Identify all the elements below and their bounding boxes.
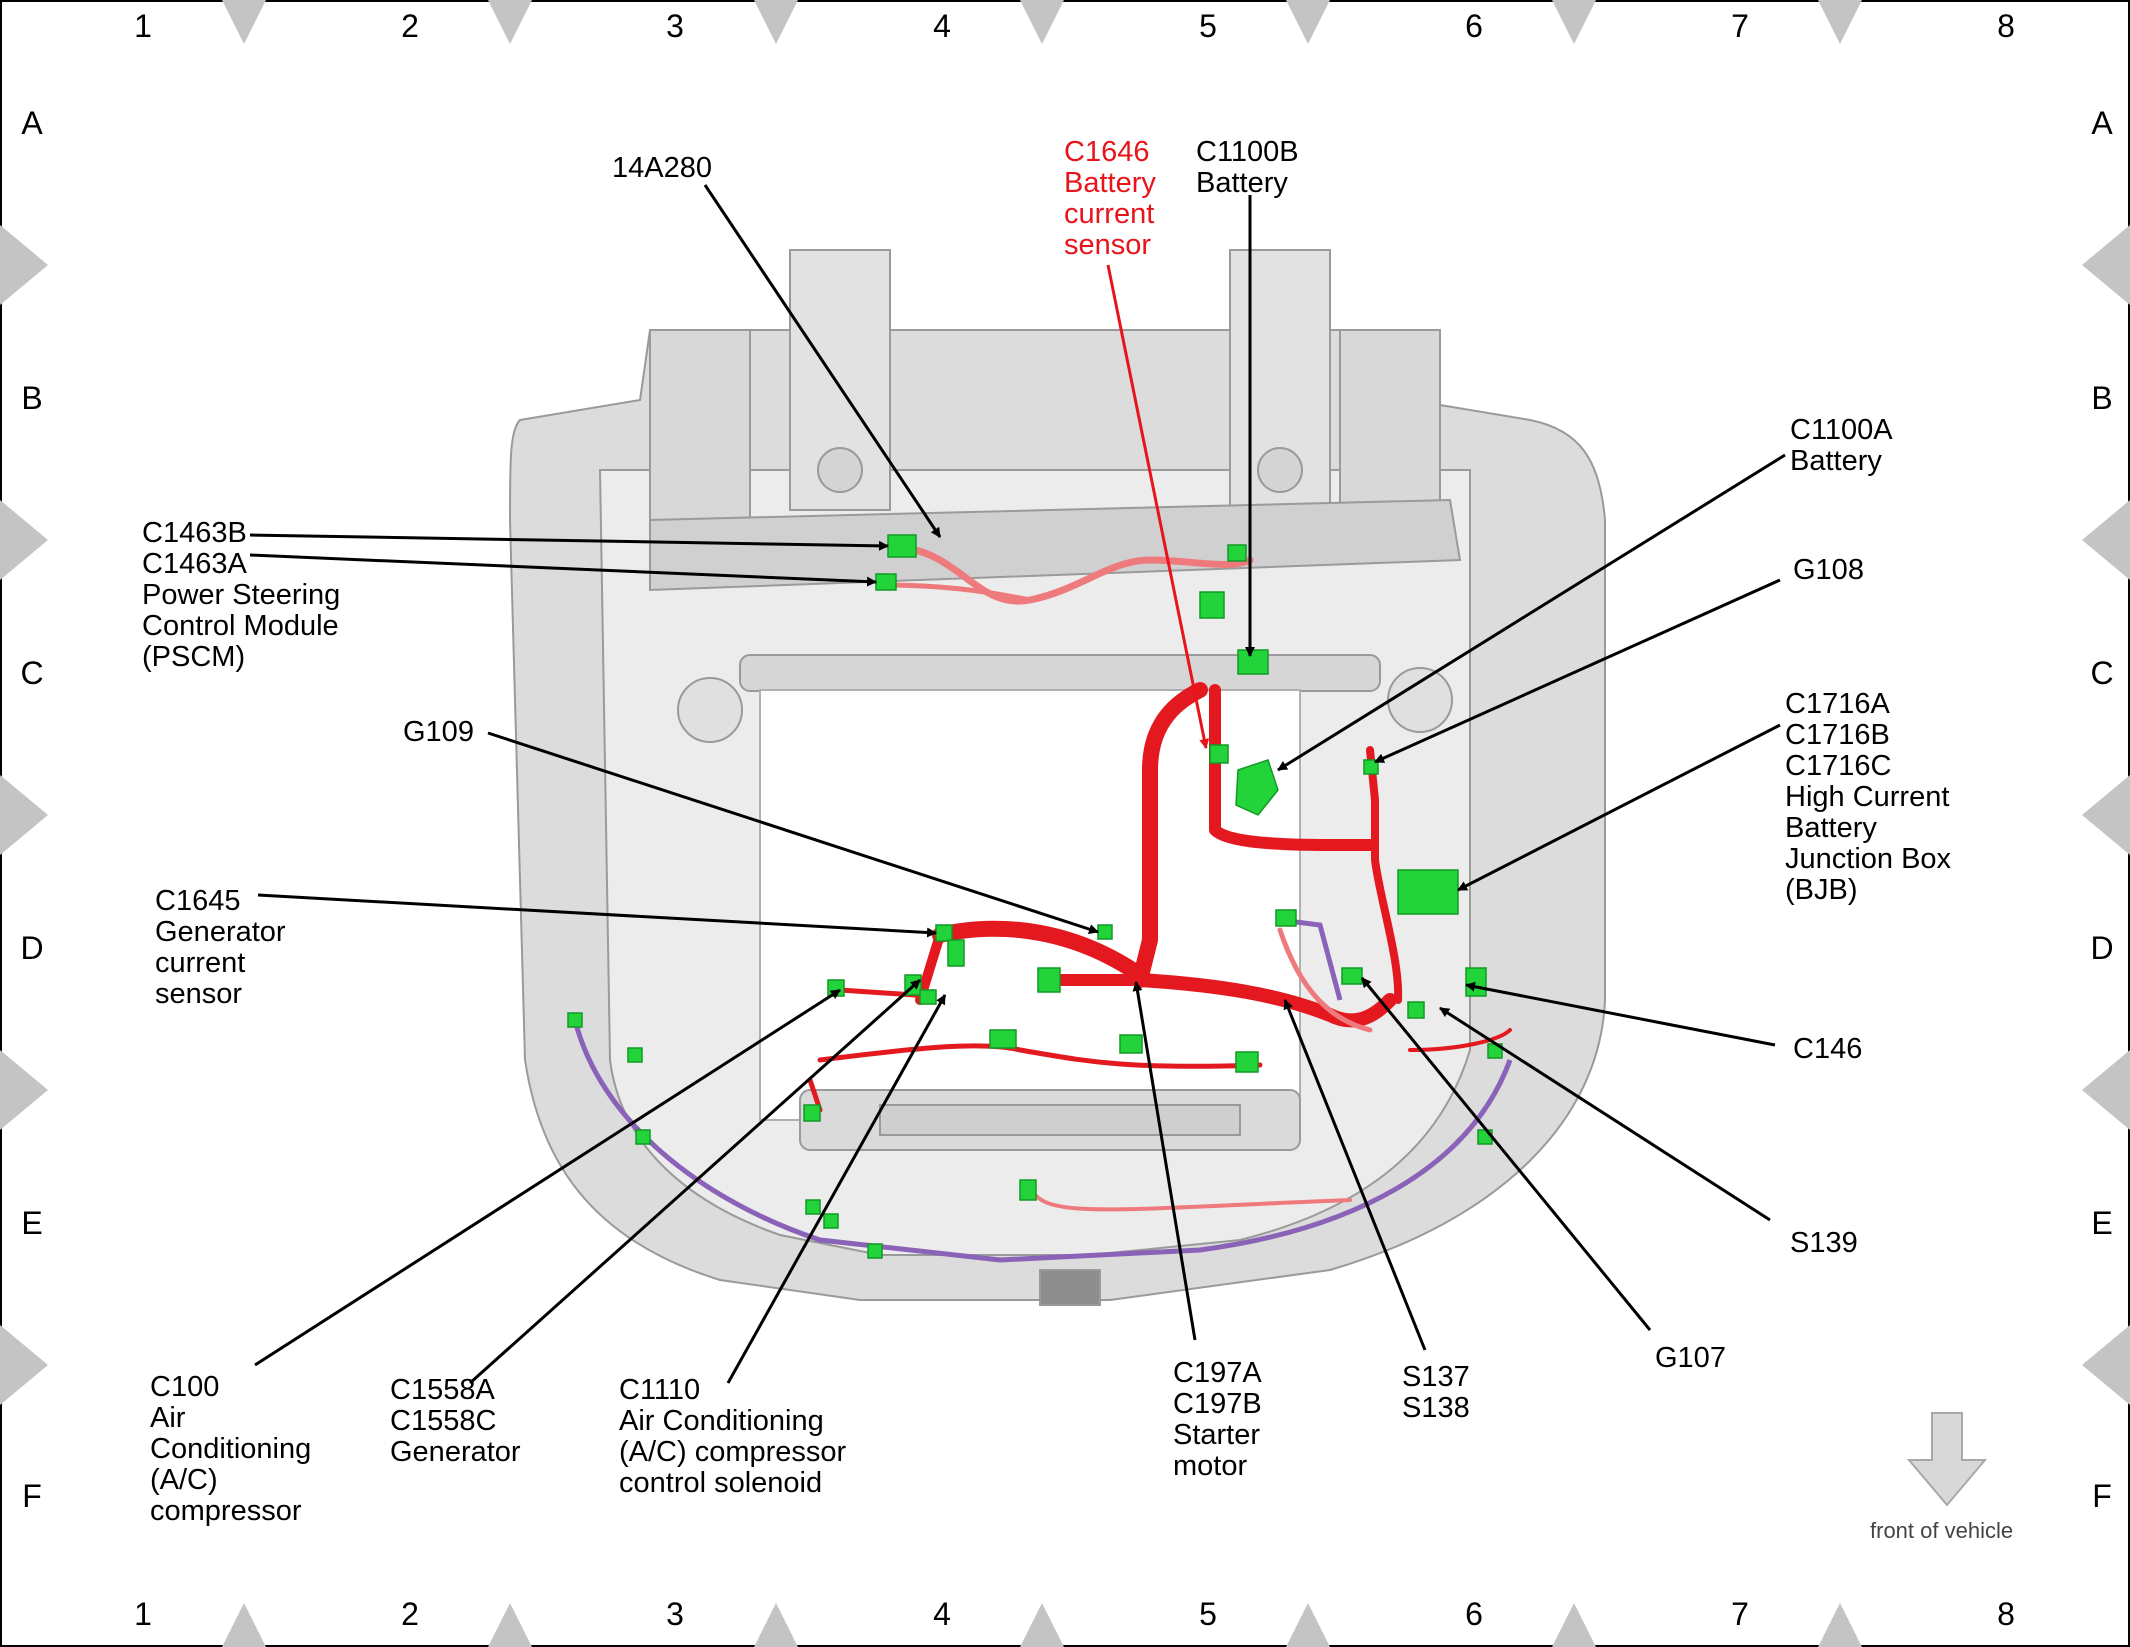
- grid-col-5: 5: [1199, 8, 1217, 44]
- grid-row-b-right: B: [2091, 380, 2113, 416]
- label-c1463-pscm: C1463B C1463A Power Steering Control Mod…: [142, 517, 341, 673]
- label-g109: G109: [403, 716, 474, 748]
- red-harness: [807, 544, 1512, 1212]
- leader-c100: [254, 988, 841, 1367]
- grid-row-d-right: D: [2090, 930, 2114, 966]
- grid-col-1-bottom: 1: [134, 1596, 152, 1632]
- leader-c146: [1465, 981, 1776, 1047]
- grid-col-4: 4: [933, 8, 951, 44]
- leader-lines: [249, 184, 1786, 1385]
- leader-s137: [1283, 999, 1427, 1351]
- grid-row-a-right: A: [2091, 105, 2113, 141]
- grid-row-e-right: E: [2091, 1205, 2113, 1241]
- grid-col-4-bottom: 4: [933, 1596, 951, 1632]
- label-c1716-bjb: C1716A C1716B C1716C High Current Batter…: [1785, 688, 1952, 906]
- grid-row-d: D: [20, 930, 44, 966]
- leader-c1558: [468, 978, 922, 1385]
- leader-c1716: [1457, 723, 1781, 892]
- label-s139: S139: [1790, 1227, 1858, 1259]
- grid-row-b: B: [21, 380, 43, 416]
- leader-g108: [1374, 578, 1781, 764]
- grid-col-8-bottom: 8: [1997, 1596, 2015, 1632]
- front-of-vehicle-caption: front of vehicle: [1870, 1518, 2014, 1543]
- grid-col-6: 6: [1465, 8, 1483, 44]
- leader-c1463a: [249, 553, 877, 587]
- leader-c1110: [726, 994, 947, 1384]
- grid-col-1: 1: [134, 8, 152, 44]
- grid-col-2-bottom: 2: [401, 1596, 419, 1632]
- leader-g109: [487, 731, 1099, 934]
- label-c100-ac-compressor: C100 Air Conditioning (A/C) compressor: [150, 1371, 312, 1527]
- label-g108: G108: [1793, 554, 1864, 586]
- label-c1558-generator: C1558A C1558C Generator: [390, 1374, 521, 1468]
- label-c1646-battery-current-sensor: C1646 Battery current sensor: [1064, 136, 1156, 261]
- grid-col-7-bottom: 7: [1731, 1596, 1749, 1632]
- grid-col-8: 8: [1997, 8, 2015, 44]
- label-c1100b-battery: C1100B Battery: [1196, 136, 1299, 199]
- grid-row-f-right: F: [2092, 1478, 2112, 1514]
- label-c146: C146: [1793, 1033, 1863, 1065]
- label-c1100a-battery: C1100A Battery: [1790, 414, 1893, 477]
- grid-col-3-bottom: 3: [666, 1596, 684, 1632]
- grid-row-a: A: [21, 105, 43, 141]
- leader-14A280: [703, 184, 942, 538]
- grid-row-e: E: [21, 1205, 43, 1241]
- leader-c1463b: [249, 533, 889, 551]
- leader-s139: [1439, 1006, 1771, 1222]
- grid-col-7: 7: [1731, 8, 1749, 44]
- leader-g107: [1360, 977, 1652, 1331]
- leader-c1645: [257, 893, 937, 938]
- label-g107: G107: [1655, 1342, 1726, 1374]
- grid-row-f: F: [22, 1478, 42, 1514]
- leader-c197: [1132, 981, 1197, 1341]
- leader-c1100a: [1277, 453, 1786, 772]
- grid-row-c: C: [20, 655, 44, 691]
- label-s137-s138: S137 S138: [1402, 1361, 1470, 1424]
- connectors: [567, 534, 1503, 1259]
- label-c1110-ac-compressor-solenoid: C1110 Air Conditioning (A/C) compressor …: [619, 1374, 847, 1499]
- grid-col-5-bottom: 5: [1199, 1596, 1217, 1632]
- vehicle-body: [508, 249, 1606, 1306]
- leader-c1646: [1106, 264, 1210, 749]
- grid-row-c-right: C: [2090, 655, 2114, 691]
- label-c197-starter-motor: C197A C197B Starter motor: [1173, 1357, 1262, 1482]
- front-arrow-icon: [1906, 1412, 1988, 1507]
- grid-col-3: 3: [666, 8, 684, 44]
- grid-col-6-bottom: 6: [1465, 1596, 1483, 1632]
- grid-col-2: 2: [401, 8, 419, 44]
- label-14a280: 14A280: [612, 152, 712, 184]
- label-c1645-generator-current-sensor: C1645 Generator current sensor: [155, 885, 286, 1010]
